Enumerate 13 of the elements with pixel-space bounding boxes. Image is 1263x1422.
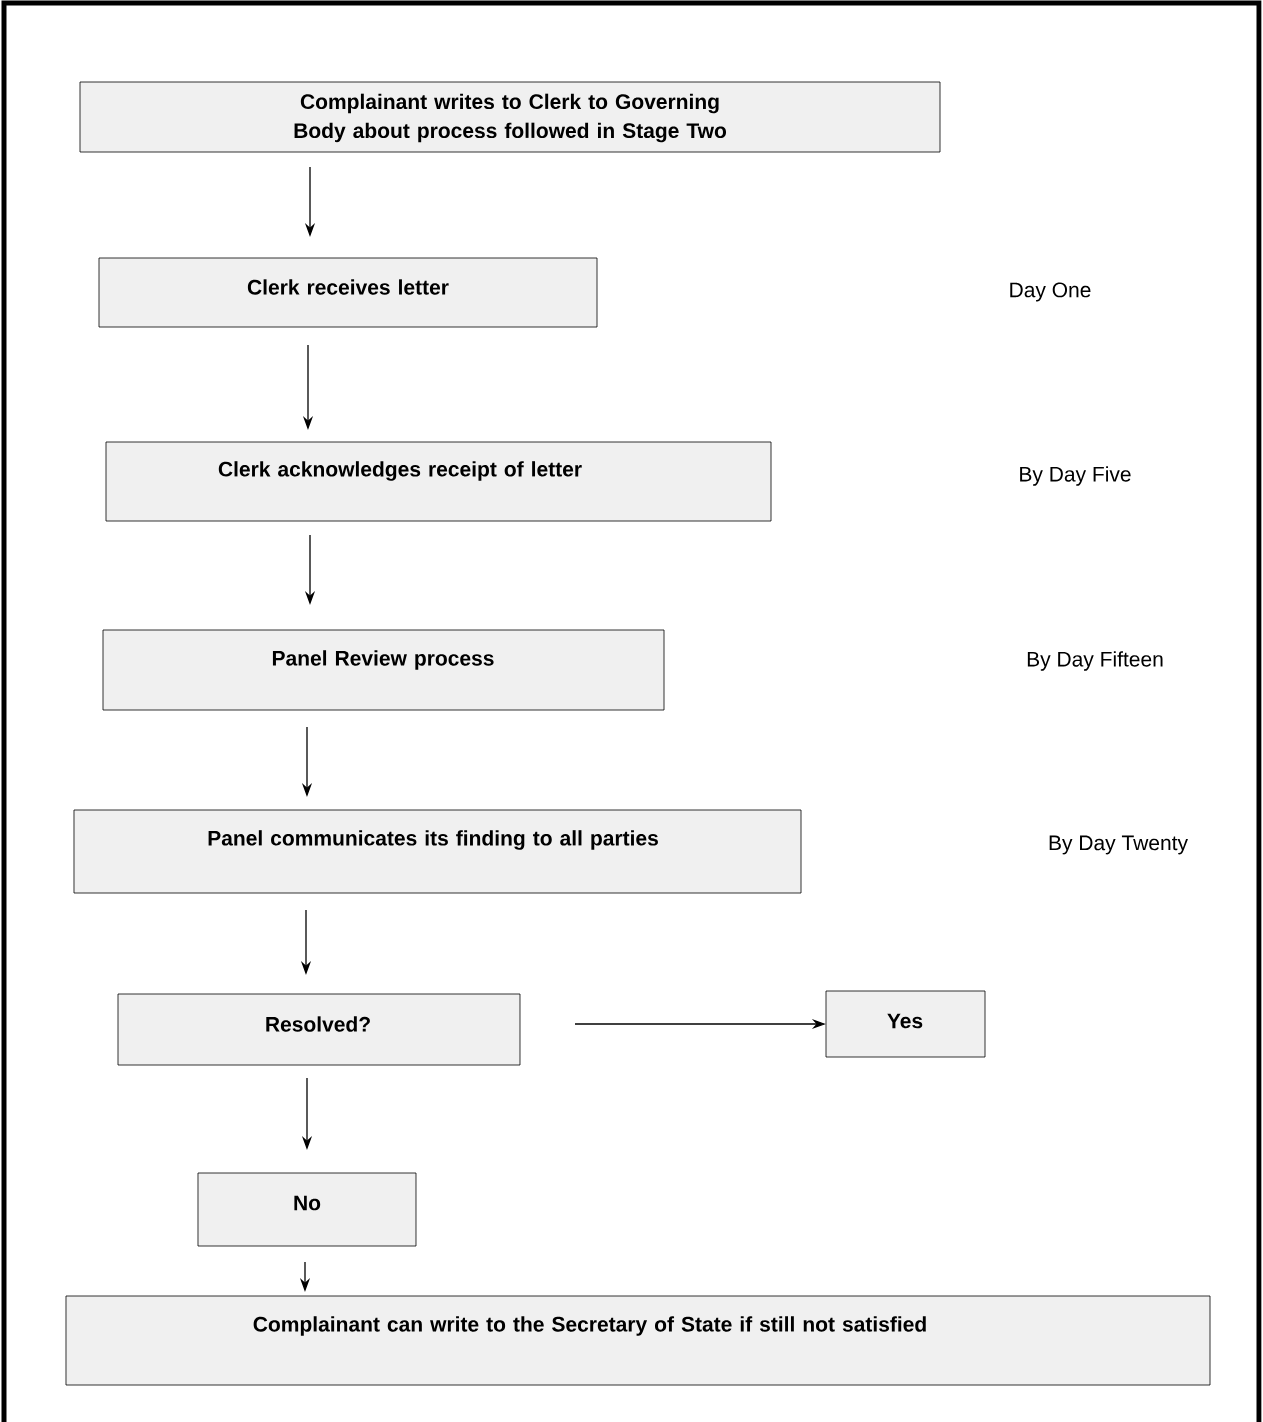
duration-label: By Day Twenty bbox=[1049, 835, 1188, 855]
process-box: Yes bbox=[825, 990, 986, 1058]
process-box: Clerk receives letter bbox=[98, 257, 598, 328]
process-box: Clerk acknowledges receipt of letter bbox=[105, 441, 772, 522]
duration-label: By Day Five bbox=[1020, 466, 1131, 486]
duration-label: Day One bbox=[1010, 282, 1091, 302]
process-box: Panel communicates its finding to all parties bbox=[73, 809, 802, 894]
process-box: Complainant writes to Clerk to Governing Body about process followed in Stage Two bbox=[79, 81, 941, 153]
process-box: No bbox=[197, 1172, 417, 1247]
process-box: Panel Review process bbox=[102, 629, 665, 711]
process-box: Resolved? bbox=[117, 993, 521, 1066]
process-box: Complainant can write to the Secretary of State if still not satisfied bbox=[65, 1295, 1211, 1386]
duration-label: By Day Fifteen bbox=[1027, 651, 1163, 671]
